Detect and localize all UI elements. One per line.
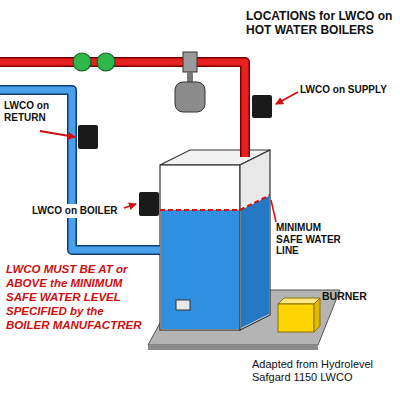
burner: [278, 304, 314, 332]
boiler-water-side: [241, 196, 269, 328]
location-label: LWCO on BOILER: [30, 204, 120, 218]
boiler-side: [240, 150, 270, 330]
air-valve: [183, 52, 197, 72]
circulator-pump: [73, 53, 91, 71]
return-pipe-outline: [0, 90, 160, 250]
boiler-water: [161, 210, 239, 329]
drain-valve: [176, 300, 190, 310]
base-edge: [148, 345, 318, 350]
supply-pipe-outline: [0, 62, 245, 157]
leader-arrow: [40, 131, 75, 137]
circulator-pump: [97, 53, 115, 71]
burner-side: [314, 298, 320, 332]
burner-top: [278, 298, 320, 304]
lwco-device: [252, 95, 272, 118]
location-label: LWCO on RETURN: [4, 100, 60, 123]
expansion-tank: [175, 82, 205, 112]
water-line-label: MINIMUM SAFE WATER LINE: [276, 222, 348, 257]
tank-connector: [187, 72, 193, 82]
water-line: [160, 195, 270, 210]
part-label: BURNER: [322, 290, 367, 302]
boiler-front: [160, 165, 240, 330]
supply-pipe: [0, 62, 245, 157]
lwco-device: [78, 125, 98, 149]
leader-arrow: [124, 204, 136, 208]
credit-note: Adapted from Hydrolevel Safgard 1150 LWC…: [252, 358, 392, 383]
warning-note: LWCO MUST BE AT or ABOVE the MINIMUM SAF…: [6, 262, 146, 332]
location-label: LWCO on SUPPLY: [300, 84, 387, 96]
return-pipe: [0, 90, 160, 250]
leader-line: [271, 200, 276, 222]
diagram-title: LOCATIONS for LWCO on HOT WATER BOILERS: [246, 10, 396, 38]
lwco-device: [139, 192, 159, 216]
leader-arrow: [276, 92, 298, 104]
